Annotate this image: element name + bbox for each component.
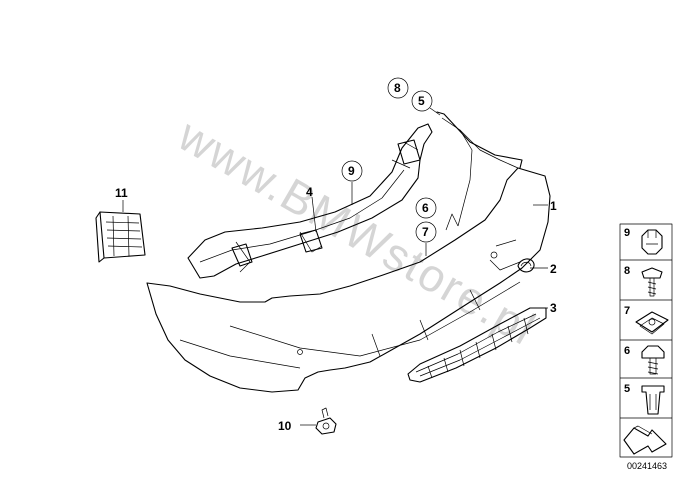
svg-text:6: 6 [422,201,429,215]
callout-8: 8 [387,77,409,99]
callout-3: 3 [550,301,557,315]
svg-text:4: 4 [306,185,313,199]
part-clip [315,407,337,435]
legend-item-5: 5 [624,383,665,415]
svg-text:5: 5 [624,383,630,395]
callout-10: 10 [278,419,292,433]
svg-text:10: 10 [278,419,292,433]
svg-text:8: 8 [624,265,630,277]
callout-1: 1 [550,199,557,213]
leader-lines [122,107,548,426]
legend-item-7: 7 [624,305,669,335]
expanding-nut-icon [641,385,665,415]
legend-item-8: 8 [624,265,663,297]
svg-text:7: 7 [624,305,630,317]
part-bumper-carrier [187,123,433,279]
nut-icon [641,229,663,255]
svg-text:9: 9 [348,164,355,178]
callout-2: 2 [550,262,557,276]
part-grille-insert [95,211,146,263]
part-rear-bumper-panel [146,111,551,393]
screw-icon [641,267,663,297]
callout-9: 9 [341,160,363,182]
svg-text:8: 8 [394,81,401,95]
arrow-icon [623,425,667,455]
callout-7: 7 [415,221,437,243]
callout-6: 6 [415,197,437,219]
clip-nut-icon [635,311,669,335]
diagram-id: 00241463 [627,461,668,471]
callout-5: 5 [411,90,433,112]
svg-text:7: 7 [422,225,429,239]
callout-4: 4 [306,185,313,199]
part-cap [517,258,535,273]
svg-text:3: 3 [550,301,557,315]
svg-text:5: 5 [418,94,425,108]
svg-text:6: 6 [624,345,630,357]
svg-text:11: 11 [115,186,128,200]
callout-11: 11 [115,186,128,200]
legend-item-9: 9 [624,227,663,255]
svg-text:1: 1 [550,199,557,213]
bolt-icon [641,345,665,375]
svg-text:2: 2 [550,262,557,276]
part-mesh-grille [407,307,547,383]
svg-text:9: 9 [624,227,630,239]
legend-item-6: 6 [624,345,665,375]
fastener-legend: 9 8 7 6 [619,223,673,458]
